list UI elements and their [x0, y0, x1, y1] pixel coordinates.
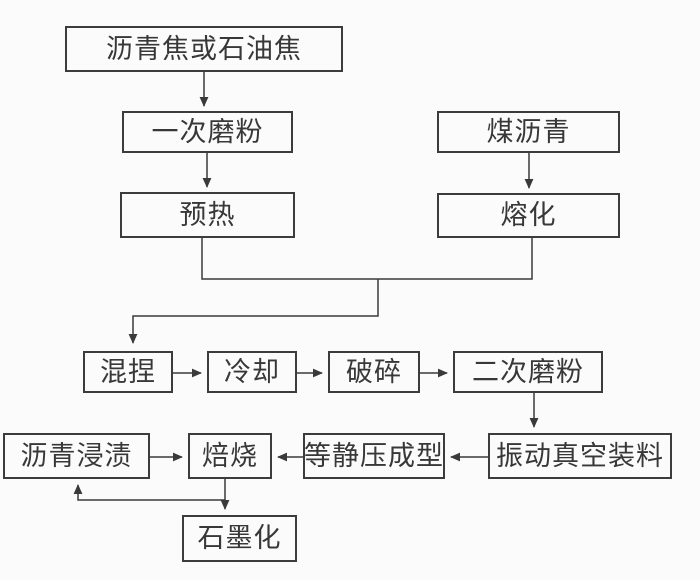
edge-baking-to-impregnation-loop [73, 484, 225, 501]
edge-merge-frame [201, 238, 533, 280]
node-pitch-impregnation: 沥青浸渍 [3, 433, 150, 479]
node-pitch-or-petroleum-coke: 沥青焦或石油焦 [65, 26, 343, 72]
node-isostatic-pressing: 等静压成型 [303, 433, 445, 479]
node-crushing: 破碎 [328, 351, 420, 393]
node-preheating: 预热 [120, 192, 295, 238]
edge-merge-to-kneading [128, 279, 379, 344]
node-baking: 焙烧 [188, 433, 272, 479]
node-coal-pitch: 煤沥青 [437, 111, 620, 153]
node-kneading: 混捏 [83, 351, 173, 393]
node-vibration-vacuum-loading: 振动真空装料 [488, 433, 672, 479]
node-graphitization: 石墨化 [182, 515, 297, 562]
node-secondary-grinding: 二次磨粉 [453, 351, 603, 393]
node-melting: 熔化 [437, 193, 620, 238]
node-cooling: 冷却 [207, 351, 297, 393]
node-first-grinding: 一次磨粉 [122, 111, 293, 153]
